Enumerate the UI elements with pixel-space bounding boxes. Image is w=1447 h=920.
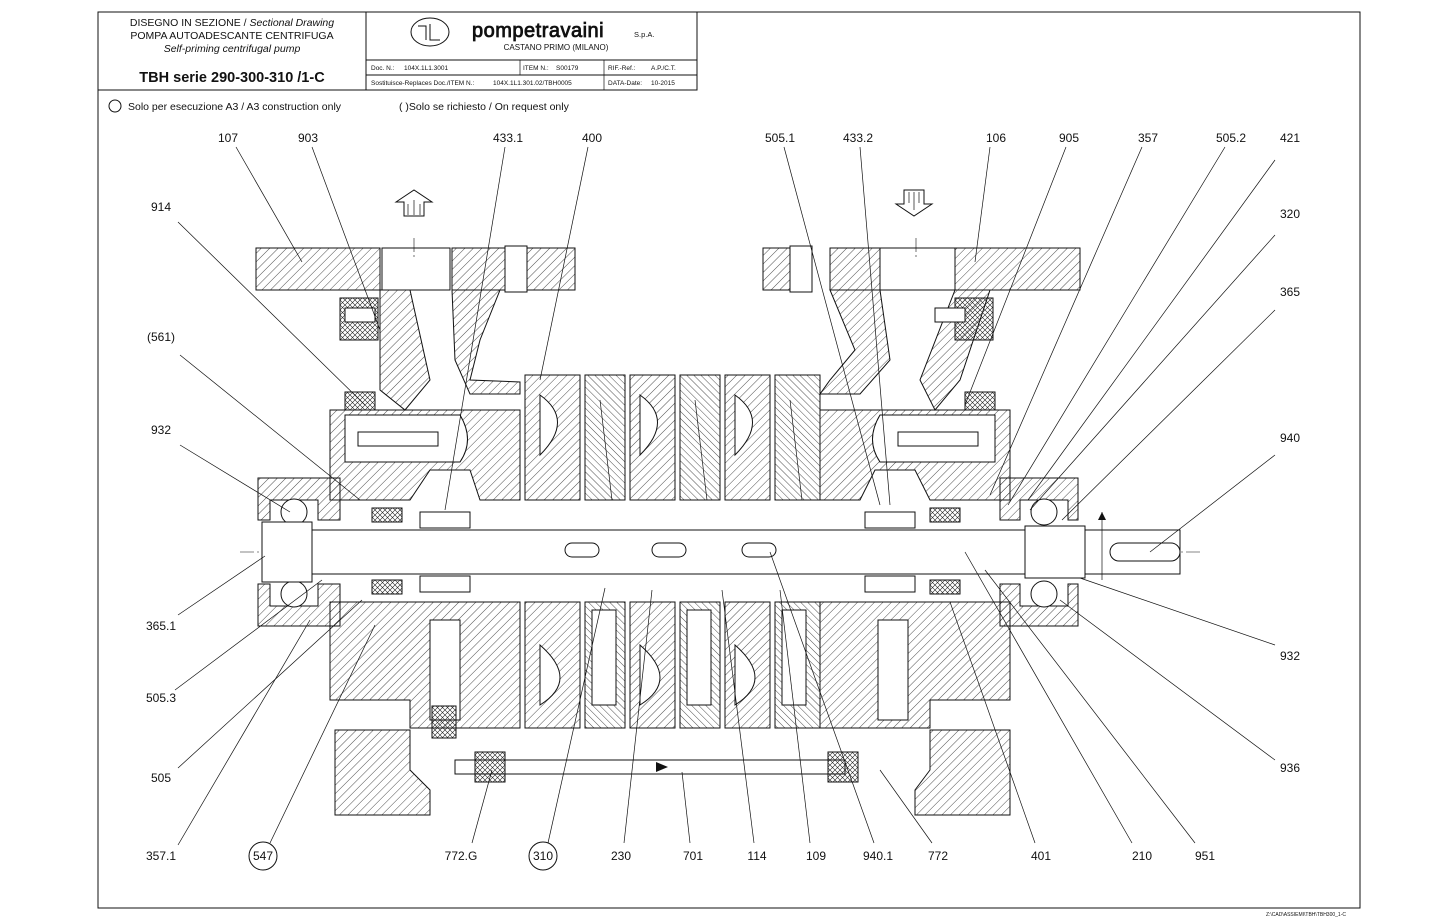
label-421: 421 bbox=[1280, 131, 1300, 145]
label-365-1: 365.1 bbox=[146, 619, 176, 633]
a3-circle-icon bbox=[108, 99, 122, 113]
label-932-right: 932 bbox=[1280, 649, 1300, 663]
footer-file-ref: Z:\CAD\ASSIEMI\TBH\TBH300_1-C bbox=[1266, 912, 1346, 918]
title-block: DISEGNO IN SEZIONE / Sectional Drawing P… bbox=[97, 11, 698, 91]
label-433-1: 433.1 bbox=[493, 131, 523, 145]
discharge-flow-arrow-icon bbox=[894, 189, 934, 217]
label-210: 210 bbox=[1132, 849, 1152, 863]
svg-text:DISEGNO IN SEZIONE / Sectional: DISEGNO IN SEZIONE / Sectional Drawing bbox=[130, 17, 334, 29]
label-561: (561) bbox=[147, 330, 175, 344]
company-name: pompetravaini bbox=[472, 20, 604, 42]
rotation-arrow-icon bbox=[1098, 512, 1106, 520]
label-107: 107 bbox=[218, 131, 238, 145]
item-label: ITEM N.: bbox=[523, 65, 549, 72]
doc-label: Doc. N.: bbox=[371, 65, 395, 72]
label-400: 400 bbox=[582, 131, 602, 145]
label-505-3: 505.3 bbox=[146, 691, 176, 705]
suction-flow-arrow-icon bbox=[394, 189, 434, 217]
label-114: 114 bbox=[747, 849, 766, 863]
leader-lines bbox=[174, 146, 1276, 846]
label-505-1: 505.1 bbox=[765, 131, 795, 145]
date-label: DATA-Date: bbox=[608, 80, 642, 87]
label-230: 230 bbox=[611, 849, 631, 863]
label-905: 905 bbox=[1059, 131, 1079, 145]
title-line2-en: Self-priming centrifugal pump bbox=[164, 43, 301, 55]
replaces-label: Sostituisce-Replaces Doc./ITEM N.: bbox=[371, 80, 475, 87]
label-772: 772 bbox=[928, 849, 948, 863]
model-title: TBH serie 290-300-310 /1-C bbox=[139, 70, 325, 86]
label-940-1: 940.1 bbox=[863, 849, 893, 863]
ref-value: A.P./C.T. bbox=[651, 65, 676, 72]
label-701: 701 bbox=[683, 849, 703, 863]
label-310: 310 bbox=[533, 849, 553, 863]
replaces-value: 104X.1L1.301.02/TBH0005 bbox=[493, 80, 572, 87]
label-547: 547 bbox=[253, 849, 273, 863]
label-932-left: 932 bbox=[151, 423, 171, 437]
company-logo-icon bbox=[410, 17, 450, 47]
title-line1-it: DISEGNO IN SEZIONE bbox=[130, 17, 241, 29]
label-357: 357 bbox=[1138, 131, 1158, 145]
label-903: 903 bbox=[298, 131, 318, 145]
label-357-1: 357.1 bbox=[146, 849, 176, 863]
label-505-2: 505.2 bbox=[1216, 131, 1246, 145]
date-value: 10-2015 bbox=[651, 80, 675, 87]
drawing-frame bbox=[97, 11, 1361, 909]
doc-value: 104X.1L1.3001 bbox=[404, 65, 448, 72]
label-936: 936 bbox=[1280, 761, 1300, 775]
label-951: 951 bbox=[1195, 849, 1215, 863]
label-433-2: 433.2 bbox=[843, 131, 873, 145]
label-772-g: 772.G bbox=[445, 849, 478, 863]
company-location: CASTANO PRIMO (MILANO) bbox=[504, 43, 609, 52]
label-940: 940 bbox=[1280, 431, 1300, 445]
label-914: 914 bbox=[151, 200, 171, 214]
title-line2-it: POMPA AUTOADESCANTE CENTRIFUGA bbox=[130, 30, 333, 42]
title-line1-en: Sectional Drawing bbox=[249, 17, 334, 29]
ref-label: RIF.-Ref.: bbox=[608, 65, 636, 72]
note-a3: Solo per esecuzione A3 / A3 construction… bbox=[128, 101, 342, 113]
item-value: S00179 bbox=[556, 65, 579, 72]
label-109: 109 bbox=[806, 849, 826, 863]
label-505: 505 bbox=[151, 771, 171, 785]
company-suffix: S.p.A. bbox=[634, 30, 654, 39]
part-labels: 107 903 433.1 400 505.1 433.2 106 905 35… bbox=[146, 131, 1300, 871]
pump-section bbox=[240, 189, 1200, 816]
bypass-flow-arrow-icon bbox=[656, 762, 668, 772]
label-401: 401 bbox=[1031, 849, 1051, 863]
label-547-circle bbox=[248, 841, 278, 871]
note-on-request: ( )Solo se richiesto / On request only bbox=[399, 101, 570, 113]
label-310-circle bbox=[528, 841, 558, 871]
label-106: 106 bbox=[986, 131, 1006, 145]
label-320: 320 bbox=[1280, 207, 1300, 221]
label-365: 365 bbox=[1280, 285, 1300, 299]
